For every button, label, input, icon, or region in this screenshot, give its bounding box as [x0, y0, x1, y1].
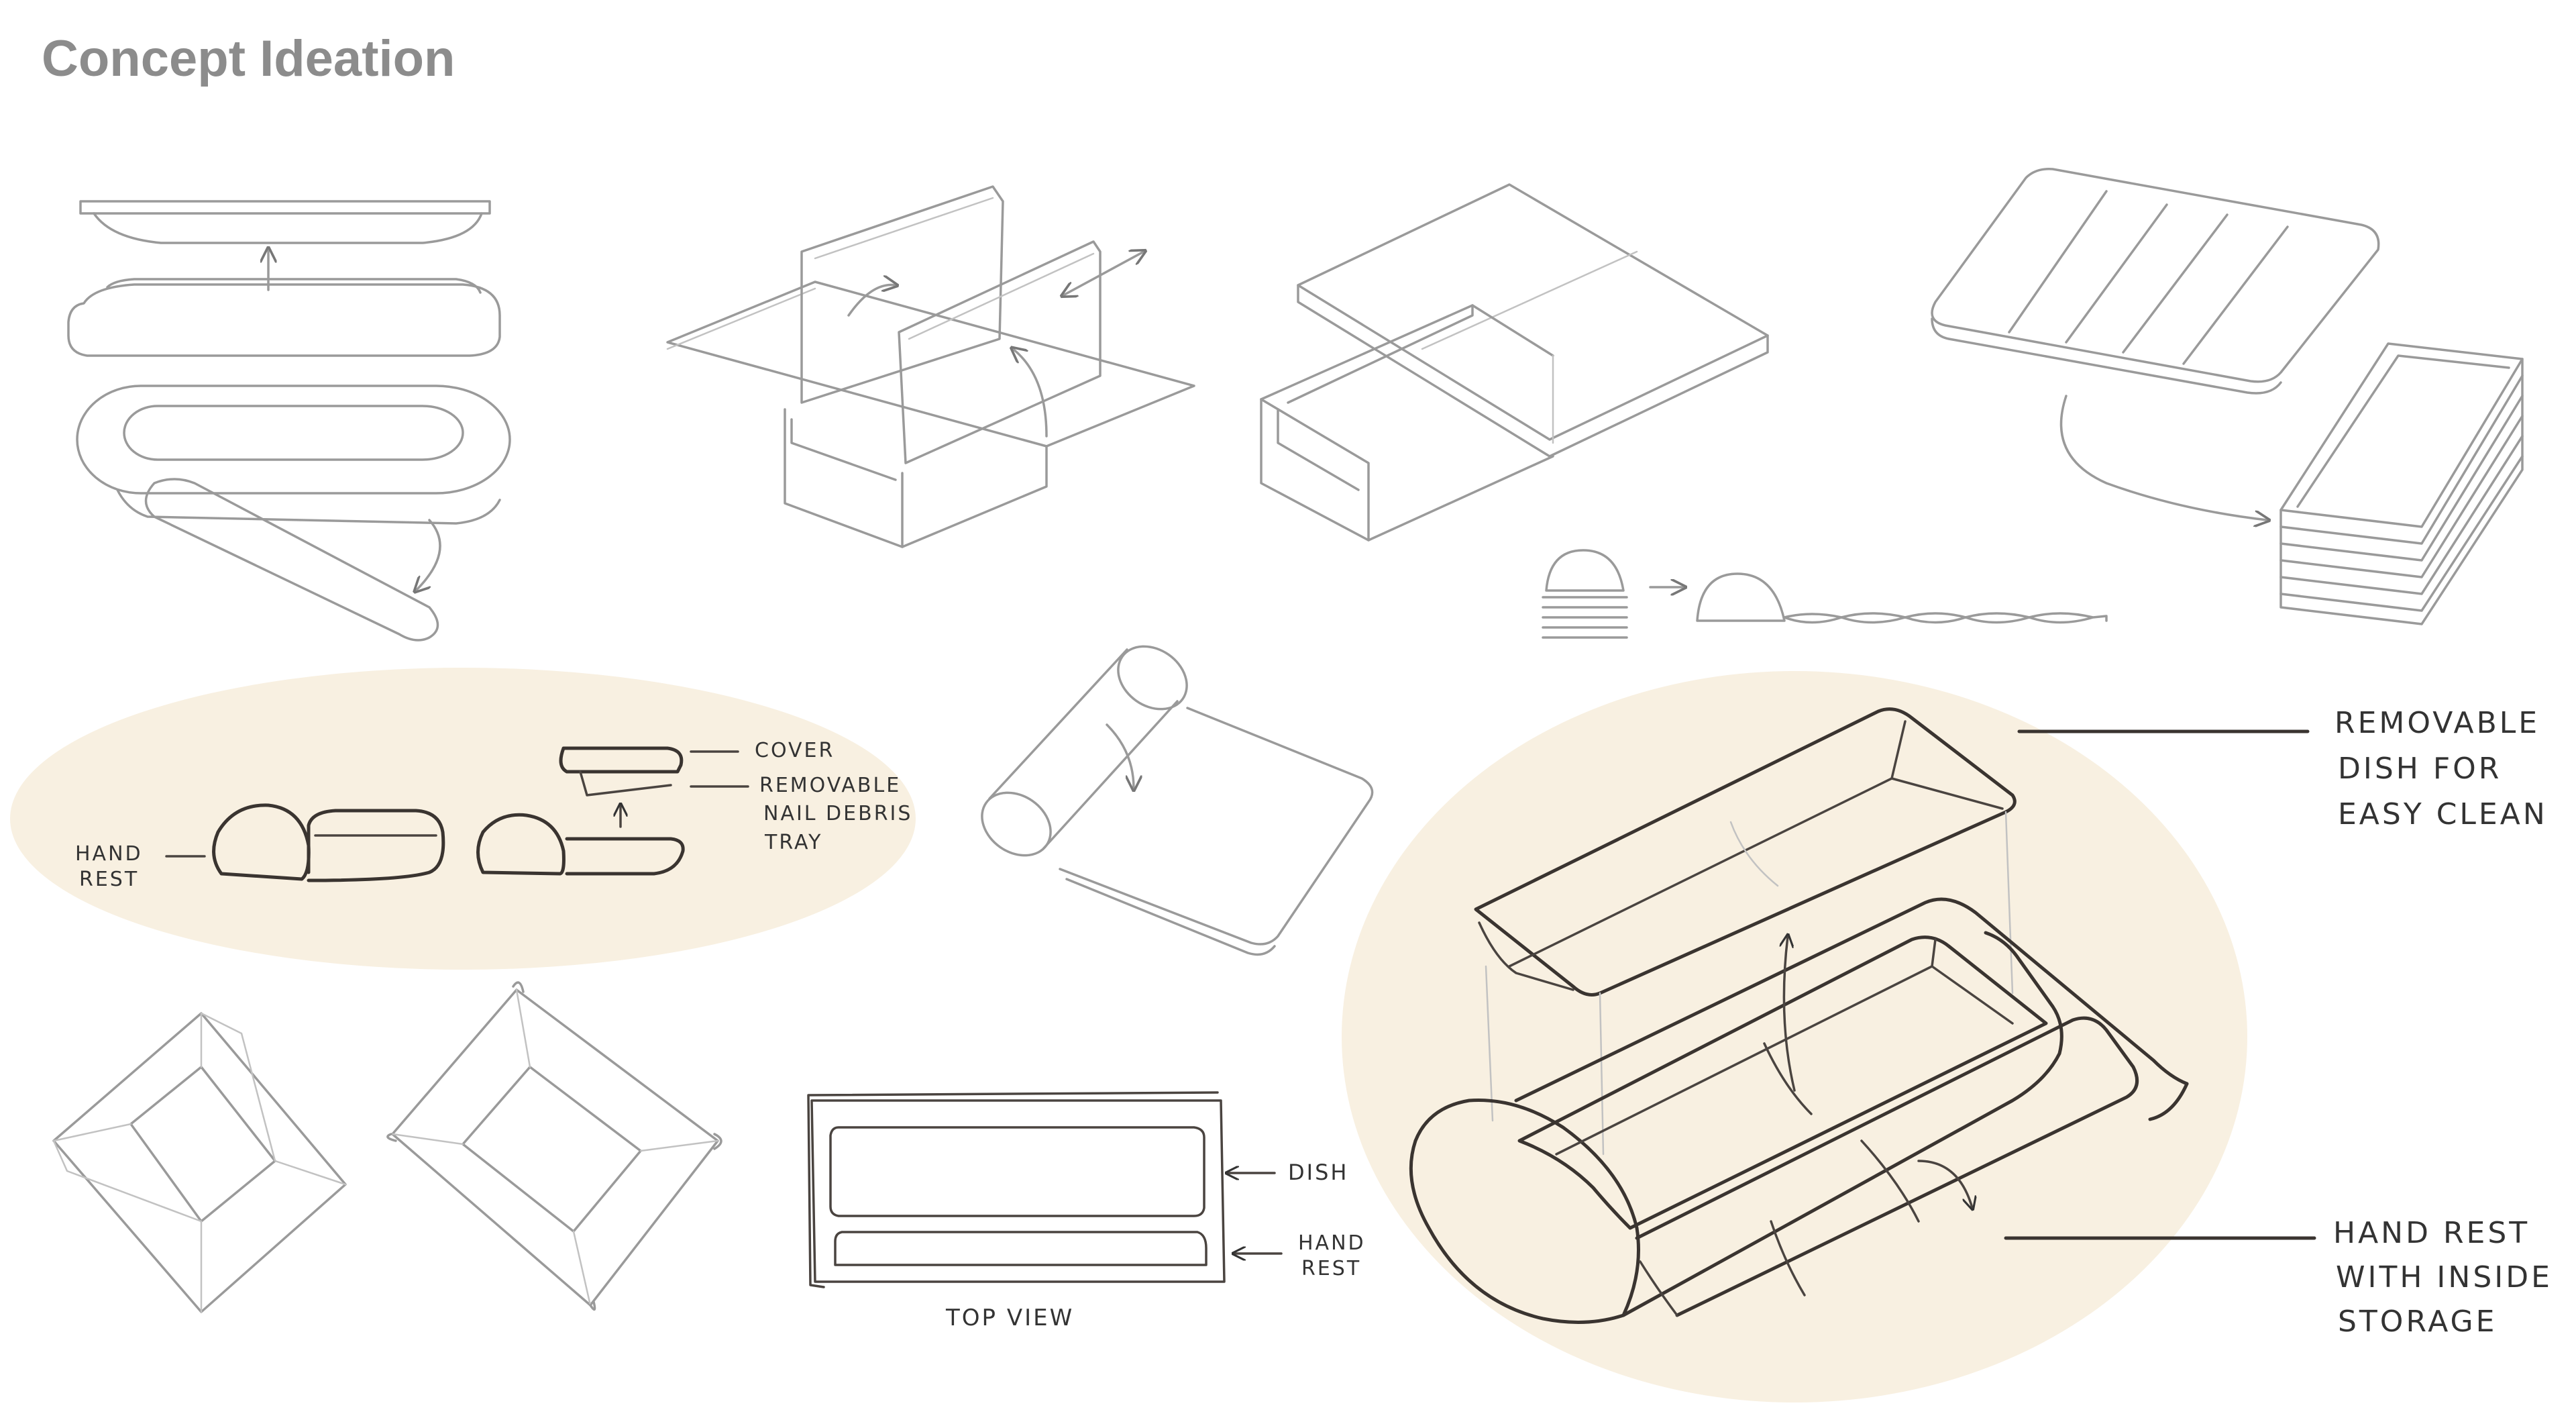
label-removable-tray: REMOVABLE NAIL DEBRIS TRAY	[759, 774, 912, 854]
label-hand-rest-topview: HAND REST	[1298, 1231, 1366, 1280]
highlight-oval-left	[10, 668, 916, 970]
label-dish: DISH	[1288, 1160, 1348, 1185]
label-removable-dish: REMOVABLE DISH FOR EASY CLEAN	[2334, 706, 2548, 831]
sketch-flip-box	[666, 185, 1195, 548]
sketch-section-detail	[165, 746, 749, 882]
label-hr-line1: HAND REST	[2333, 1216, 2530, 1250]
sketch-padded-stack	[1931, 168, 2524, 625]
label-hand-rest-line1: HAND	[75, 842, 143, 866]
label-hand-rest-left: HAND REST	[75, 842, 143, 891]
label-hand-rest-storage: HAND REST WITH INSIDE STORAGE	[2333, 1216, 2553, 1339]
label-hand-rest-line2: REST	[79, 868, 139, 891]
label-tray-line3: TRAY	[764, 831, 822, 854]
sketch-slide-lid-box	[1260, 183, 1769, 542]
label-topview-rest: REST	[1301, 1257, 1361, 1280]
sketch-fold-tray-flat	[52, 1012, 347, 1313]
sketch-top-view	[807, 1091, 1283, 1288]
sketch-profile-row	[1542, 549, 2108, 639]
label-cover: COVER	[755, 739, 835, 762]
label-hr-line2: WITH INSIDE	[2336, 1260, 2553, 1294]
page-title: Concept Ideation	[42, 30, 455, 87]
label-tray-line2: NAIL DEBRIS	[763, 802, 912, 825]
label-dish-line3: EASY CLEAN	[2338, 797, 2548, 831]
sketch-lid-tray	[67, 200, 501, 357]
sketch-fold-tray-open	[386, 981, 722, 1311]
label-hr-line3: STORAGE	[2338, 1305, 2497, 1339]
sketch-main-concept	[1409, 707, 2316, 1324]
label-tray-line1: REMOVABLE	[759, 774, 901, 797]
label-top-view: TOP VIEW	[945, 1305, 1074, 1331]
label-topview-hand: HAND	[1298, 1231, 1366, 1255]
sketch-rolling-mat	[981, 645, 1374, 956]
sketch-capsule-slide	[76, 385, 511, 642]
label-dish-line2: DISH FOR	[2338, 752, 2502, 786]
highlight-oval-main	[1342, 671, 2247, 1402]
label-dish-line1: REMOVABLE	[2334, 706, 2540, 740]
